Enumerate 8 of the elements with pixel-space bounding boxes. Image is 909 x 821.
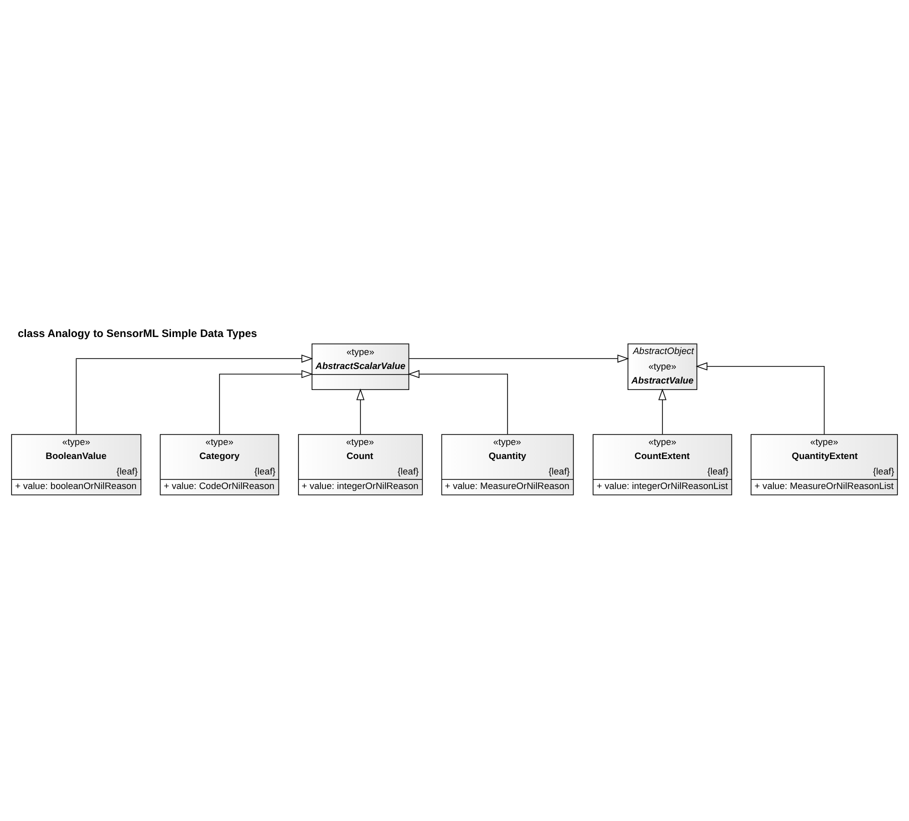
arrow (408, 354, 630, 363)
arrow (356, 388, 364, 435)
arrow (219, 370, 314, 435)
diagram-title: class Analogy to SensorML Simple Data Types (18, 328, 258, 340)
arrow (76, 354, 314, 435)
arrow (696, 362, 825, 435)
arrow (658, 388, 666, 435)
arrow (408, 370, 508, 435)
